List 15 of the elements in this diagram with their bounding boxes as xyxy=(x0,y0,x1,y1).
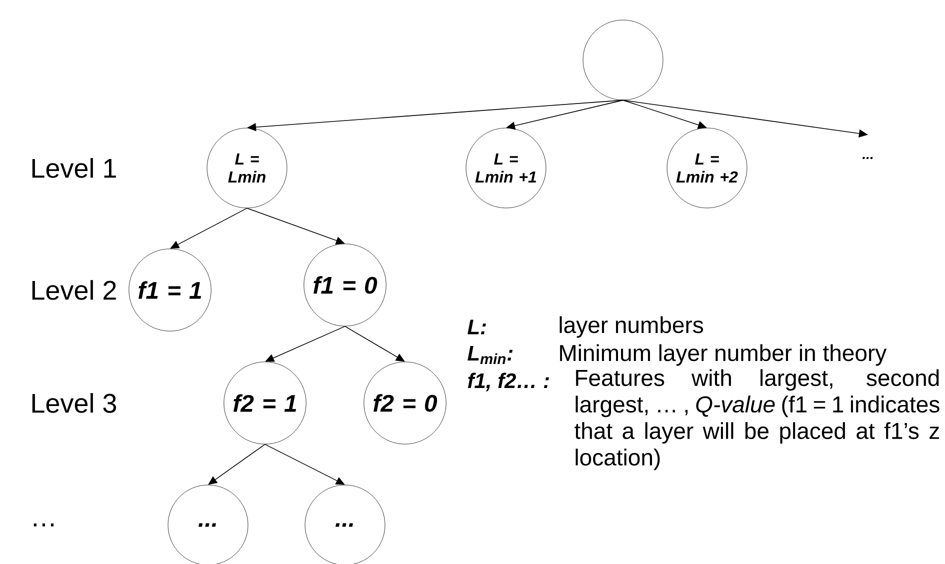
level-label: Level 1 xyxy=(32,158,116,178)
legend-text: Minimum layer number in theory xyxy=(560,344,887,366)
legend-key: f1, f2… : xyxy=(468,372,549,392)
legend-key: L: xyxy=(468,320,486,334)
arrow xyxy=(208,444,266,485)
legend-key: L$_{min}$: xyxy=(468,346,513,364)
level-label: … xyxy=(34,524,54,526)
arrow xyxy=(344,326,405,362)
arrow xyxy=(264,444,345,485)
level-label: Level 3 xyxy=(32,393,116,413)
tree-node-circle xyxy=(582,20,664,100)
legend-text: layer numbers xyxy=(560,316,704,338)
legend-text: Features with largest, second largest, … , Q-value (f1 = 1 indicates that a layer will be placed at f1’s z location) xyxy=(574,369,940,470)
ellipsis-text: ... xyxy=(862,156,873,160)
arrow xyxy=(170,208,248,249)
